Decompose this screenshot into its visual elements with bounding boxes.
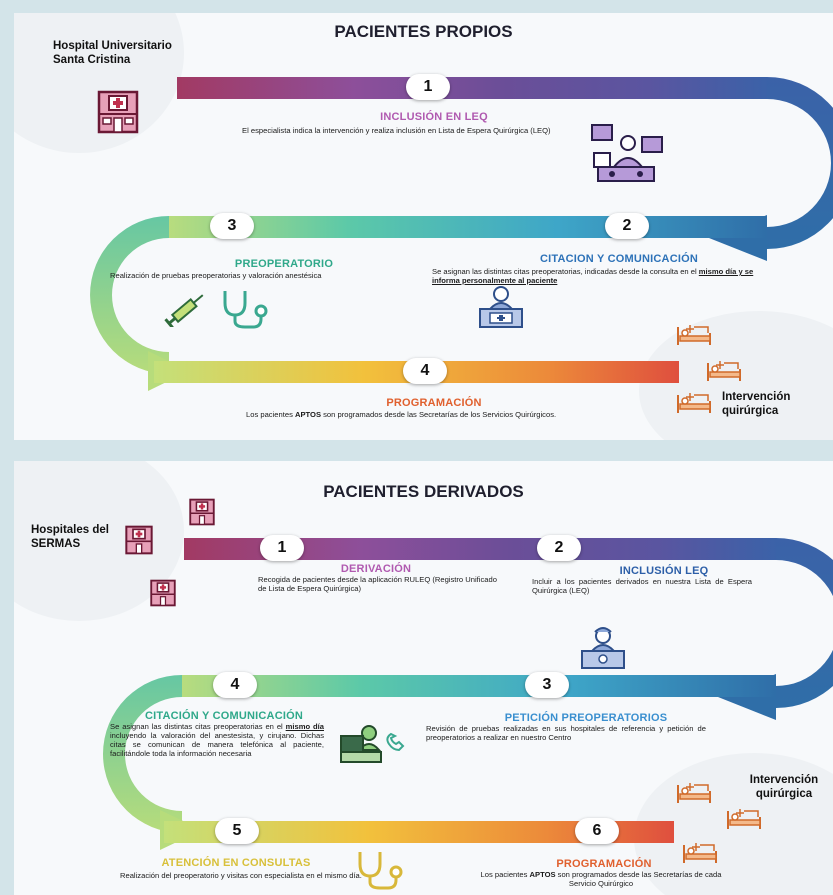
curve-left — [90, 216, 169, 374]
reception-desk-icon — [479, 286, 523, 328]
step-1-badge: 1 — [406, 74, 450, 100]
step-3-text: Realización de pruebas preoperatorias y … — [110, 271, 322, 280]
hospital-label: Hospital Universitario Santa Cristina — [53, 40, 172, 66]
surgery-label: Intervención quirúrgica — [722, 391, 791, 417]
step-1-title: INCLUSIÓN EN LEQ — [380, 111, 488, 123]
band-step-5-6 — [164, 821, 674, 843]
process-path — [103, 538, 833, 850]
hospital-label: Hospitales del SERMAS — [31, 524, 109, 550]
syringe-icon — [164, 294, 204, 327]
step-6-text: Los pacientes APTOS son programados desd… — [480, 870, 722, 888]
band-step-1-2 — [184, 538, 776, 560]
curve-right — [776, 538, 833, 708]
hospital-bed-icon — [677, 325, 711, 345]
hospital-bed-icon — [683, 843, 717, 863]
band-step-3-4 — [182, 675, 776, 697]
step-5-title: ATENCIÓN EN CONSULTAS — [161, 857, 311, 869]
step-3-title: PREOPERATORIO — [234, 258, 334, 270]
step-2-badge: 2 — [605, 213, 649, 239]
step-4-title: CITACIÓN Y COMUNICACIÓN — [145, 710, 303, 722]
hospital-icon — [150, 579, 176, 607]
consultation-icon — [591, 124, 663, 182]
panel-title: PACIENTES PROPIOS — [334, 22, 513, 41]
hospital-bed-icon — [677, 393, 711, 413]
step-2-text: Incluir a los pacientes derivados en nue… — [532, 577, 752, 595]
step-6-badge: 6 — [575, 818, 619, 844]
step-4-text: Se asignan las distintas citas preoperat… — [110, 722, 324, 758]
step-4-title: PROGRAMACIÓN — [386, 397, 482, 409]
step-4-text: Los pacientes APTOS son programados desd… — [246, 410, 557, 419]
hospital-bed-icon — [727, 809, 761, 829]
stethoscope-icon — [223, 291, 268, 329]
step-3-title: PETICIÓN PREOPERATORIOS — [504, 712, 668, 724]
step-4-badge: 4 — [213, 672, 257, 698]
step-5-text: Realización del preoperatorio y visitas … — [120, 871, 362, 880]
band-step-2-3 — [169, 216, 767, 238]
pacientes-derivados-panel: PACIENTES DERIVADOS Hospitales del SERMA… — [14, 461, 833, 895]
step-3-badge: 3 — [525, 672, 569, 698]
band-step-1 — [177, 77, 767, 99]
surgery-label: Intervención quirúrgica — [749, 774, 819, 800]
receptionist-icon — [581, 627, 625, 669]
step-5-badge: 5 — [215, 818, 259, 844]
panel-title: PACIENTES DERIVADOS — [323, 482, 524, 501]
phone-operator-icon — [340, 725, 405, 763]
step-2-title: INCLUSIÓN LEQ — [619, 565, 709, 577]
stethoscope-icon — [358, 852, 403, 890]
hospital-bed-icon — [707, 361, 741, 381]
curve-left — [103, 675, 182, 833]
step-1-text: Recogida de pacientes desde la aplicació… — [258, 575, 497, 593]
pacientes-propios-panel: PACIENTES PROPIOS Hospital Universitario… — [14, 13, 833, 440]
step-3-text: Revisión de pruebas realizadas en sus ho… — [426, 724, 706, 742]
step-4-badge: 4 — [403, 358, 447, 384]
step-3-badge: 3 — [210, 213, 254, 239]
step-1-badge: 1 — [260, 535, 304, 561]
step-1-title: DERIVACIÓN — [340, 563, 412, 575]
step-1-text: El especialista indica la intervención y… — [242, 126, 551, 135]
hospital-bed-icon — [677, 783, 711, 803]
step-2-badge: 2 — [537, 535, 581, 561]
curve-right — [767, 77, 833, 249]
step-6-title: PROGRAMACIÓN — [556, 858, 652, 870]
hospital-icon — [97, 90, 139, 134]
hospital-icon — [189, 498, 215, 526]
step-2-text: Se asignan las distintas citas preoperat… — [432, 267, 754, 285]
step-2-title: CITACION Y COMUNICACIÓN — [540, 253, 698, 265]
hospital-icon — [125, 525, 153, 555]
